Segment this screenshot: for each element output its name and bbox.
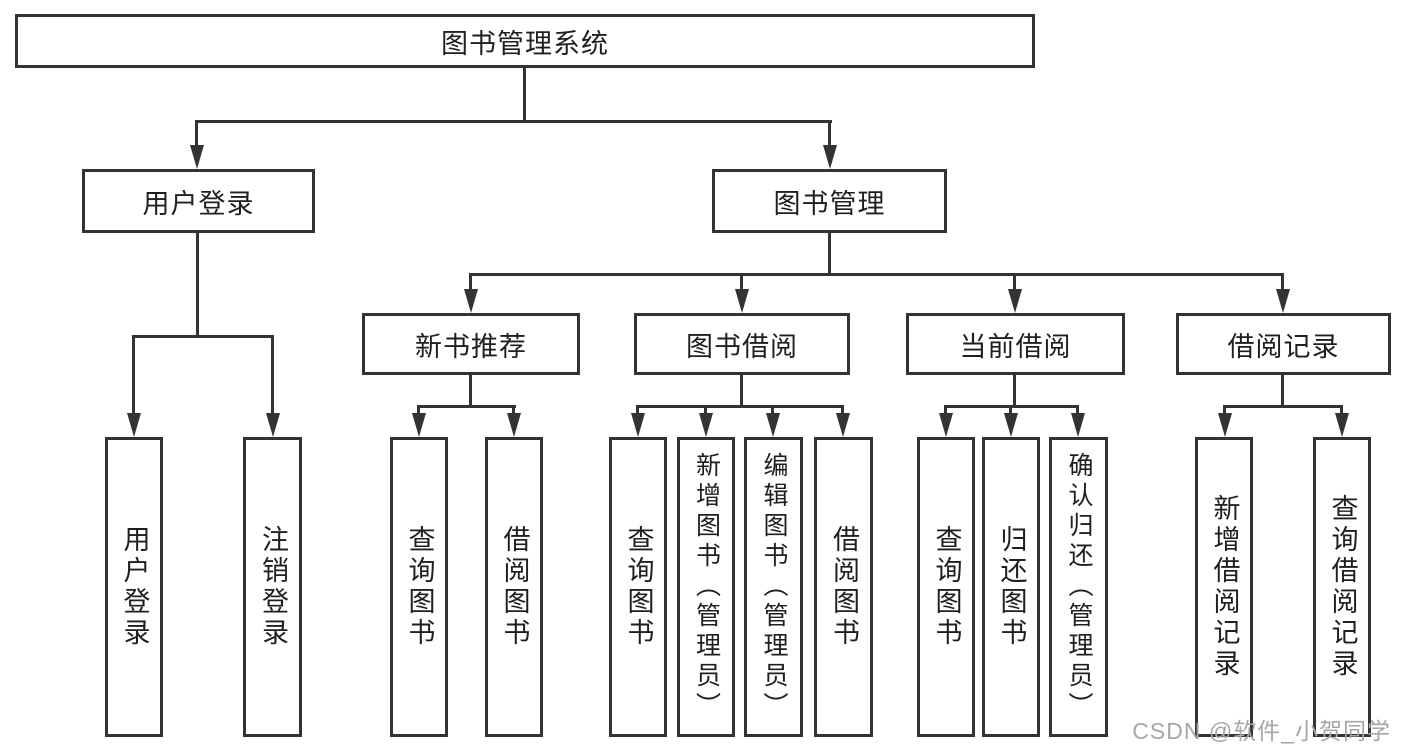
node-leaf-logout: 注销登录 (243, 437, 302, 737)
connector-line (828, 233, 831, 275)
arrowhead-down-icon (1071, 413, 1085, 437)
connector-line (196, 233, 199, 337)
connector-line (636, 405, 639, 415)
connector-line (1013, 273, 1016, 292)
node-label: 注销登录 (258, 525, 288, 649)
node-label: 图书管理系统 (441, 28, 609, 59)
connector-line (828, 120, 831, 148)
connector-line (469, 273, 472, 292)
node-leaf-edit-books-admin: 编辑图书（管理员） (744, 437, 803, 737)
node-user-login: 用户登录 (82, 169, 315, 233)
arrowhead-down-icon (1008, 289, 1022, 313)
node-label: 查询图书 (931, 525, 962, 649)
node-leaf-return-books: 归还图书 (982, 437, 1040, 737)
node-leaf-borrow-books-recommend: 借阅图书 (485, 437, 543, 737)
arrowhead-down-icon (735, 289, 749, 313)
connector-line (841, 405, 844, 415)
connector-line (271, 335, 274, 415)
connector-line (740, 273, 743, 292)
arrowhead-down-icon (190, 145, 204, 169)
connector-line (132, 335, 274, 338)
connector-line (636, 405, 844, 408)
connector-line (740, 375, 743, 407)
arrowhead-down-icon (266, 413, 280, 437)
arrowhead-down-icon (412, 413, 426, 437)
node-leaf-query-books-recommend: 查询图书 (390, 437, 448, 737)
node-leaf-query-books-current: 查询图书 (917, 437, 975, 737)
arrowhead-down-icon (699, 413, 713, 437)
arrowhead-down-icon (631, 413, 645, 437)
arrowhead-down-icon (836, 413, 850, 437)
node-label: 新增图书（管理员） (692, 452, 721, 722)
node-label: 用户登录 (119, 525, 150, 649)
node-leaf-add-borrow-record: 新增借阅记录 (1195, 437, 1253, 737)
node-leaf-query-borrow-record: 查询借阅记录 (1313, 437, 1371, 737)
node-label: 查询图书 (404, 525, 435, 649)
node-borrowing-records: 借阅记录 (1176, 313, 1391, 375)
connector-line (1340, 405, 1343, 415)
connector-line (417, 405, 420, 415)
arrowhead-down-icon (1004, 413, 1018, 437)
node-label: 借阅图书 (829, 525, 859, 649)
node-leaf-user-login: 用户登录 (105, 437, 163, 737)
connector-line (512, 405, 515, 415)
node-label: 查询借阅记录 (1327, 494, 1358, 680)
connector-line (1281, 273, 1284, 292)
connector-line (523, 68, 526, 122)
connector-line (195, 120, 198, 148)
node-book-management: 图书管理 (712, 169, 947, 233)
node-label: 用户登录 (142, 188, 255, 219)
arrowhead-down-icon (823, 145, 837, 169)
node-leaf-confirm-return-admin: 确认归还（管理员） (1049, 437, 1108, 737)
connector-line (469, 375, 472, 407)
connector-line (1281, 375, 1284, 407)
connector-line (417, 405, 516, 408)
node-label: 当前借阅 (959, 331, 1072, 362)
arrowhead-down-icon (766, 413, 780, 437)
arrowhead-down-icon (507, 413, 521, 437)
arrowhead-down-icon (939, 413, 953, 437)
connector-line (195, 120, 832, 123)
connector-line (1013, 375, 1016, 407)
connector-line (469, 273, 1284, 276)
node-label: 借阅记录 (1227, 331, 1340, 362)
node-book-borrowing: 图书借阅 (634, 313, 850, 375)
connector-line (1076, 405, 1079, 415)
node-current-borrowing: 当前借阅 (906, 313, 1125, 375)
node-label: 编辑图书（管理员） (760, 452, 788, 722)
arrowhead-down-icon (464, 289, 478, 313)
arrowhead-down-icon (1276, 289, 1290, 313)
node-label: 确认归还（管理员） (1065, 452, 1093, 722)
node-label: 新增借阅记录 (1209, 494, 1240, 680)
connector-line (1009, 405, 1012, 415)
node-new-book-recommendation: 新书推荐 (362, 313, 580, 375)
node-label: 查询图书 (623, 525, 654, 649)
connector-line (1223, 405, 1226, 415)
csdn-watermark: CSDN @软件_小贺同学 (1132, 718, 1391, 744)
connector-line (132, 335, 135, 415)
node-library-management-system: 图书管理系统 (15, 14, 1035, 68)
arrowhead-down-icon (127, 413, 141, 437)
node-label: 归还图书 (996, 525, 1027, 649)
node-leaf-borrow-books: 借阅图书 (814, 437, 873, 737)
arrowhead-down-icon (1335, 413, 1349, 437)
node-leaf-query-books-borrowing: 查询图书 (609, 437, 667, 737)
connector-line (771, 405, 774, 415)
node-label: 新书推荐 (415, 331, 527, 362)
arrowhead-down-icon (1218, 413, 1232, 437)
node-label: 图书借阅 (686, 331, 798, 362)
node-label: 借阅图书 (499, 525, 530, 649)
connector-line (944, 405, 947, 415)
connector-line (704, 405, 707, 415)
connector-line (1223, 405, 1343, 408)
node-label: 图书管理 (773, 188, 886, 219)
node-leaf-add-books-admin: 新增图书（管理员） (677, 437, 735, 737)
